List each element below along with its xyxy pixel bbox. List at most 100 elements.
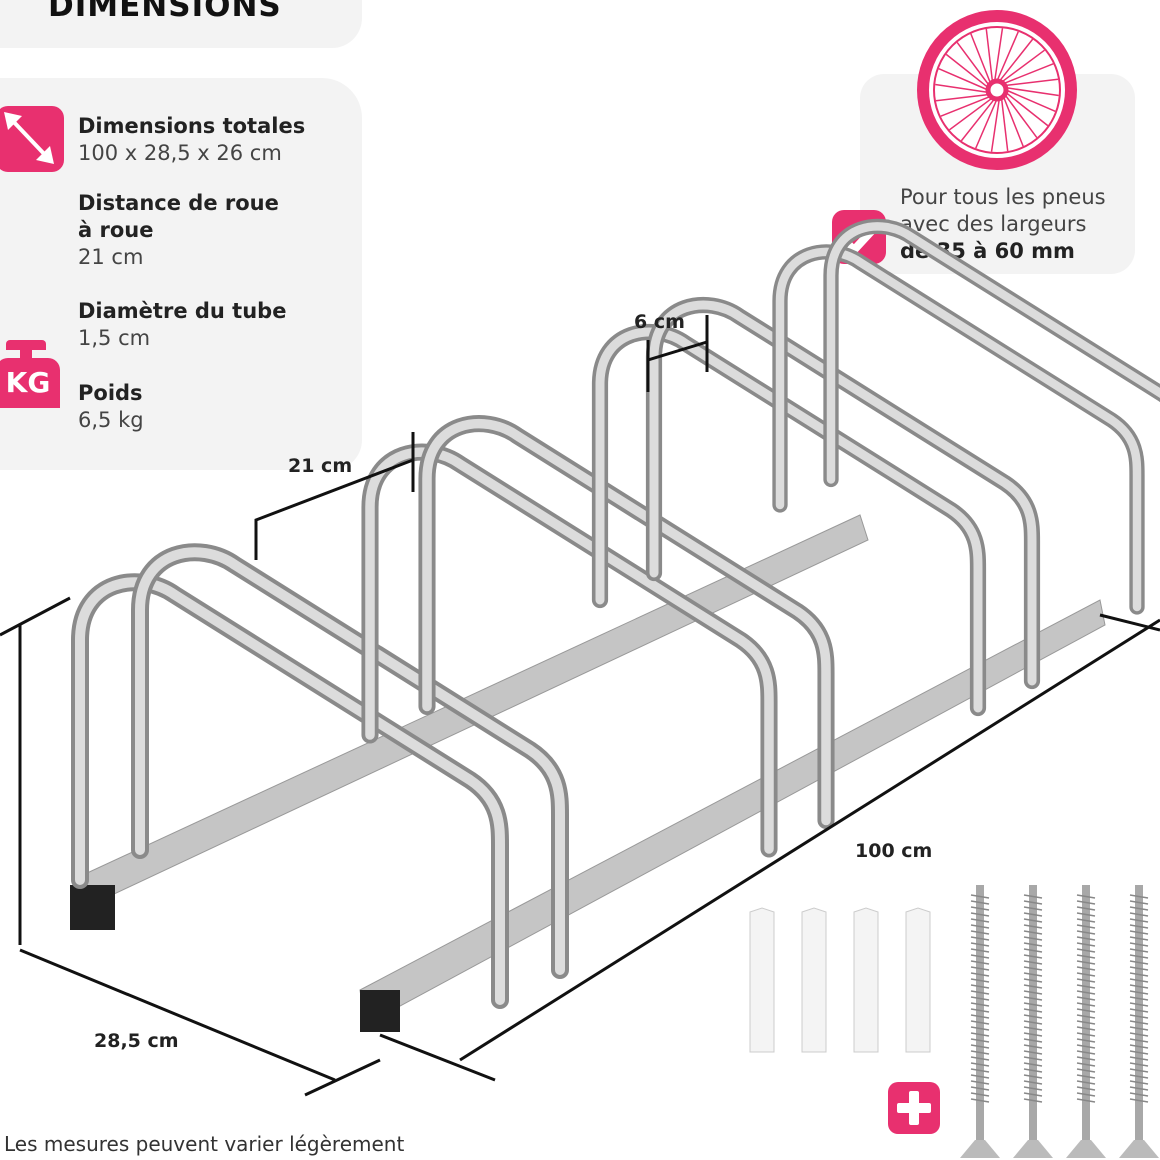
screw-thread bbox=[1076, 948, 1096, 953]
screw-thread bbox=[1023, 1050, 1043, 1055]
screw-thread bbox=[970, 1050, 990, 1055]
screw-thread bbox=[1023, 894, 1043, 899]
screw-thread bbox=[1129, 1032, 1149, 1037]
screw-thread bbox=[1129, 1008, 1149, 1013]
kg-text: KG bbox=[0, 358, 60, 408]
screw-thread bbox=[1129, 1098, 1149, 1103]
wall-plug bbox=[749, 907, 775, 1053]
spec-label: Distance de roue bbox=[78, 191, 279, 215]
screw-thread bbox=[1076, 1062, 1096, 1067]
screw-thread bbox=[1076, 966, 1096, 971]
screw-thread bbox=[1076, 1080, 1096, 1085]
screw-thread bbox=[970, 912, 990, 917]
screw-thread bbox=[970, 1032, 990, 1037]
screw-thread bbox=[1023, 930, 1043, 935]
screw-thread bbox=[1129, 1056, 1149, 1061]
rail-end-cap bbox=[70, 885, 115, 930]
screw-thread bbox=[1023, 1038, 1043, 1043]
rail-end-cap bbox=[360, 990, 400, 1032]
screw-thread bbox=[1076, 1020, 1096, 1025]
screw-thread bbox=[1076, 894, 1096, 899]
spec-wheel-distance: Distance de roue à roue 21 cm bbox=[78, 190, 279, 271]
tire-note-line2: avec des largeurs bbox=[900, 212, 1087, 236]
screw-thread bbox=[1129, 930, 1149, 935]
screw-thread bbox=[1129, 1020, 1149, 1025]
hoop-highlight bbox=[595, 327, 983, 713]
screw-thread bbox=[1129, 1050, 1149, 1055]
screw-thread bbox=[1076, 942, 1096, 947]
screw-head bbox=[1066, 1140, 1106, 1158]
screw-thread bbox=[1129, 900, 1149, 905]
screw-thread bbox=[970, 906, 990, 911]
screw-thread bbox=[1129, 954, 1149, 959]
screw-thread bbox=[1023, 948, 1043, 953]
title-panel bbox=[0, 0, 362, 48]
screw-thread bbox=[1023, 1026, 1043, 1031]
screw-thread bbox=[970, 918, 990, 923]
screw-thread bbox=[970, 978, 990, 983]
wall-plug bbox=[801, 907, 827, 1053]
screw-thread bbox=[970, 1044, 990, 1049]
screw-thread bbox=[1076, 1038, 1096, 1043]
screw-thread bbox=[1023, 1062, 1043, 1067]
screw-thread bbox=[970, 930, 990, 935]
wall-plug bbox=[905, 907, 931, 1053]
screw-thread bbox=[1129, 966, 1149, 971]
screw-thread bbox=[1023, 1002, 1043, 1007]
screw-thread bbox=[1076, 1068, 1096, 1073]
spec-value: 21 cm bbox=[78, 245, 144, 269]
screw-thread bbox=[1129, 948, 1149, 953]
screw-thread bbox=[1023, 1068, 1043, 1073]
page-title: DIMENSIONS bbox=[48, 0, 282, 24]
hoop-pair bbox=[591, 296, 1041, 717]
front-rail bbox=[359, 599, 1106, 1026]
screw-thread bbox=[970, 948, 990, 953]
screw-thread bbox=[970, 954, 990, 959]
screw-thread bbox=[1076, 1050, 1096, 1055]
screw-thread bbox=[1129, 1086, 1149, 1091]
screw-thread bbox=[1076, 1026, 1096, 1031]
screw-thread bbox=[970, 966, 990, 971]
screw-thread bbox=[1076, 1008, 1096, 1013]
hoop-pair bbox=[361, 415, 835, 858]
screw-thread bbox=[1023, 1044, 1043, 1049]
screw-thread bbox=[1129, 894, 1149, 899]
plus-icon bbox=[888, 1082, 940, 1134]
screw-thread bbox=[1076, 954, 1096, 959]
screw-thread bbox=[970, 1080, 990, 1085]
screw-thread bbox=[970, 924, 990, 929]
screw-thread bbox=[1076, 972, 1096, 977]
screw-thread bbox=[970, 900, 990, 905]
screw-thread bbox=[1129, 906, 1149, 911]
dim-label-depth: 28,5 cm bbox=[94, 1030, 179, 1052]
diagonal-arrow-icon bbox=[0, 106, 64, 172]
screw-thread bbox=[1129, 1014, 1149, 1019]
screw-thread bbox=[970, 984, 990, 989]
wall-plug bbox=[853, 907, 879, 1053]
screw-thread bbox=[1023, 1092, 1043, 1097]
screw-thread bbox=[1076, 1086, 1096, 1091]
tire-note: Pour tous les pneus avec des largeurs de… bbox=[900, 184, 1106, 265]
screw-thread bbox=[1129, 912, 1149, 917]
screw-thread bbox=[1129, 972, 1149, 977]
screw-thread bbox=[970, 1062, 990, 1067]
screw-thread bbox=[1076, 900, 1096, 905]
spec-label: Poids bbox=[78, 381, 143, 405]
screw-thread bbox=[1076, 924, 1096, 929]
spec-value: 1,5 cm bbox=[78, 326, 151, 350]
hoop-highlight bbox=[826, 222, 1160, 484]
spec-label-line2: à roue bbox=[78, 218, 154, 242]
screw-thread bbox=[1023, 1020, 1043, 1025]
spec-label: Diamètre du tube bbox=[78, 299, 287, 323]
screw-thread bbox=[1076, 1044, 1096, 1049]
screw-thread bbox=[1076, 1002, 1096, 1007]
screw-thread bbox=[970, 1092, 990, 1097]
tire-note-line1: Pour tous les pneus bbox=[900, 185, 1106, 209]
screw-thread bbox=[970, 1068, 990, 1073]
screw-thread bbox=[1023, 1008, 1043, 1013]
screw-thread bbox=[1076, 918, 1096, 923]
screw-head bbox=[960, 1140, 1000, 1158]
screw-thread bbox=[1129, 960, 1149, 965]
hoop-highlight bbox=[365, 447, 774, 854]
